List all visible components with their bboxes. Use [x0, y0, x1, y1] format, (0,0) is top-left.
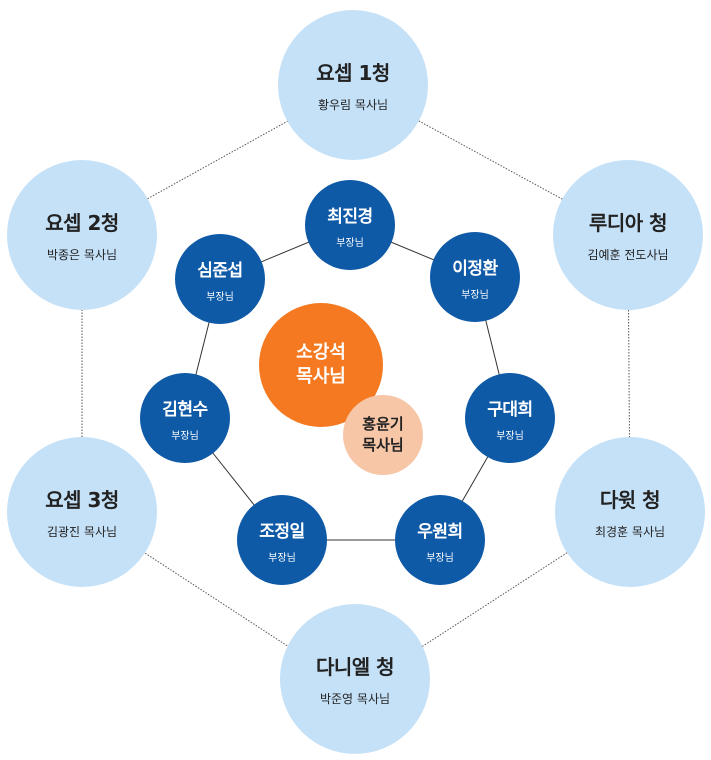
team-pastor: 황우림 목사님 [317, 98, 389, 112]
director-role: 부장님 [461, 289, 489, 301]
director-name: 구대희 [487, 399, 533, 420]
senior-pastor-name: 소강석 [296, 342, 346, 363]
director-circle-woo-wonhee: 우원희 부장님 [395, 495, 485, 585]
senior-pastor-title: 목사님 [296, 366, 346, 387]
team-circle-david: 다윗 청 최경훈 목사님 [555, 437, 705, 587]
director-circle-choi-jinkyung: 최진경 부장님 [305, 180, 395, 270]
team-circle-lydia: 루디아 청 김예훈 전도사님 [553, 160, 703, 310]
associate-pastor-circle: 홍윤기 목사님 [343, 395, 423, 475]
director-name: 조정일 [259, 521, 305, 542]
director-name: 심준섭 [197, 260, 243, 281]
team-circle-joseph-1: 요셉 1청 황우림 목사님 [278, 10, 428, 160]
director-role: 부장님 [206, 291, 234, 303]
director-circle-kim-hyunsoo: 김현수 부장님 [140, 373, 230, 463]
director-role: 부장님 [336, 237, 364, 249]
team-pastor: 김예훈 전도사님 [587, 248, 669, 262]
team-pastor: 최경훈 목사님 [594, 525, 666, 539]
director-name: 최진경 [327, 206, 373, 227]
team-pastor: 박준영 목사님 [319, 692, 391, 706]
associate-pastor-name: 홍윤기 [362, 415, 404, 433]
team-name: 요셉 2청 [45, 211, 119, 235]
associate-pastor-title: 목사님 [362, 436, 404, 454]
team-pastor: 박종은 목사님 [46, 248, 118, 262]
team-name: 요셉 1청 [316, 61, 390, 85]
team-name: 다윗 청 [599, 488, 661, 512]
team-pastor: 김광진 목사님 [46, 525, 118, 539]
director-name: 김현수 [162, 399, 208, 420]
director-circle-jo-jungil: 조정일 부장님 [237, 495, 327, 585]
director-role: 부장님 [171, 430, 199, 442]
director-name: 이정환 [452, 258, 498, 279]
director-role: 부장님 [426, 552, 454, 564]
director-circle-sim-junseop: 심준섭 부장님 [175, 234, 265, 324]
director-role: 부장님 [496, 430, 524, 442]
director-circle-gu-daehee: 구대희 부장님 [465, 373, 555, 463]
director-role: 부장님 [268, 552, 296, 564]
team-circle-daniel: 다니엘 청 박준영 목사님 [280, 604, 430, 754]
director-circle-lee-junghwan: 이정환 부장님 [430, 232, 520, 322]
team-circle-joseph-3: 요셉 3청 김광진 목사님 [7, 437, 157, 587]
team-name: 루디아 청 [588, 211, 668, 235]
team-name: 요셉 3청 [45, 488, 119, 512]
team-circle-joseph-2: 요셉 2청 박종은 목사님 [7, 160, 157, 310]
director-name: 우원희 [417, 521, 463, 542]
team-name: 다니엘 청 [315, 655, 395, 679]
